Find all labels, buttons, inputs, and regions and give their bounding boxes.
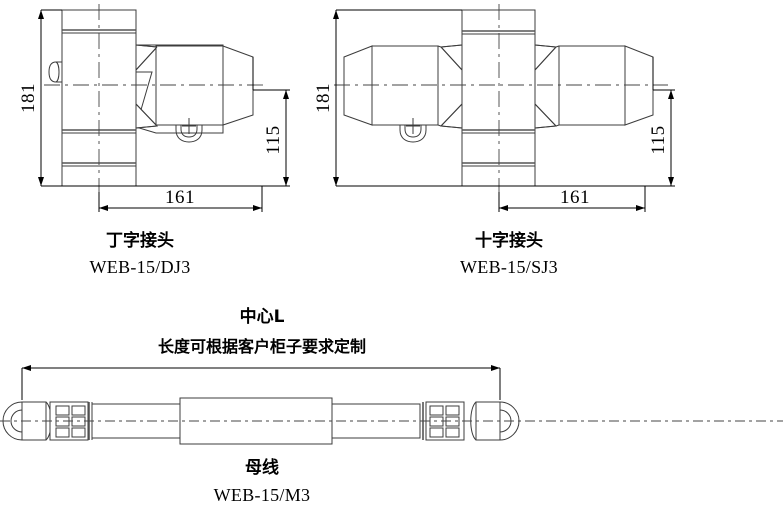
tee-joint-code: WEB-15/DJ3: [90, 257, 191, 277]
busbar-code: WEB-15/M3: [214, 485, 311, 505]
figure-tee-joint: 181 115 161 丁字接头 WEB-15/DJ3: [18, 4, 290, 277]
busbar-title: 母线: [245, 457, 279, 478]
cross-bracket-hook: [400, 118, 426, 142]
tee-dimension-181: 181: [18, 9, 62, 187]
cross-vertical-tube: [462, 10, 535, 186]
tee-dim-181-text: 181: [18, 83, 39, 113]
figure-busbar: 中心L 长度可根据客户柜子要求定制: [0, 306, 783, 505]
cross-dimension-115: 115: [648, 57, 675, 186]
cross-dim-115-text: 115: [648, 125, 669, 154]
tee-branch-arm: [136, 45, 223, 133]
tee-dim-115-text: 115: [263, 125, 284, 154]
tee-bracket-hook: [176, 118, 202, 142]
tee-joint-title: 丁字接头: [106, 230, 174, 251]
tee-cone-end: [223, 46, 253, 125]
tee-dimension-161: 161: [41, 185, 290, 212]
cross-right-arm: [535, 45, 653, 128]
figure-cross-joint: 181 115 161 十字接头 WEB-15/SJ3: [313, 4, 675, 277]
cross-joint-title: 十字接头: [475, 230, 543, 251]
tee-dimension-115: 115: [252, 57, 290, 186]
cross-dim-181-text: 181: [313, 83, 334, 113]
cross-joint-code: WEB-15/SJ3: [460, 257, 558, 277]
cross-dim-161-text: 161: [560, 187, 590, 208]
busbar-center-length-label: 中心L: [240, 306, 285, 327]
busbar-dimension-line: [21, 365, 501, 400]
tee-dim-161-text: 161: [165, 187, 195, 208]
cross-left-arm: [344, 45, 462, 128]
cross-dimension-161: 161: [336, 185, 675, 212]
busbar-custom-note: 长度可根据客户柜子要求定制: [158, 337, 366, 356]
tee-side-boss: [49, 62, 62, 82]
